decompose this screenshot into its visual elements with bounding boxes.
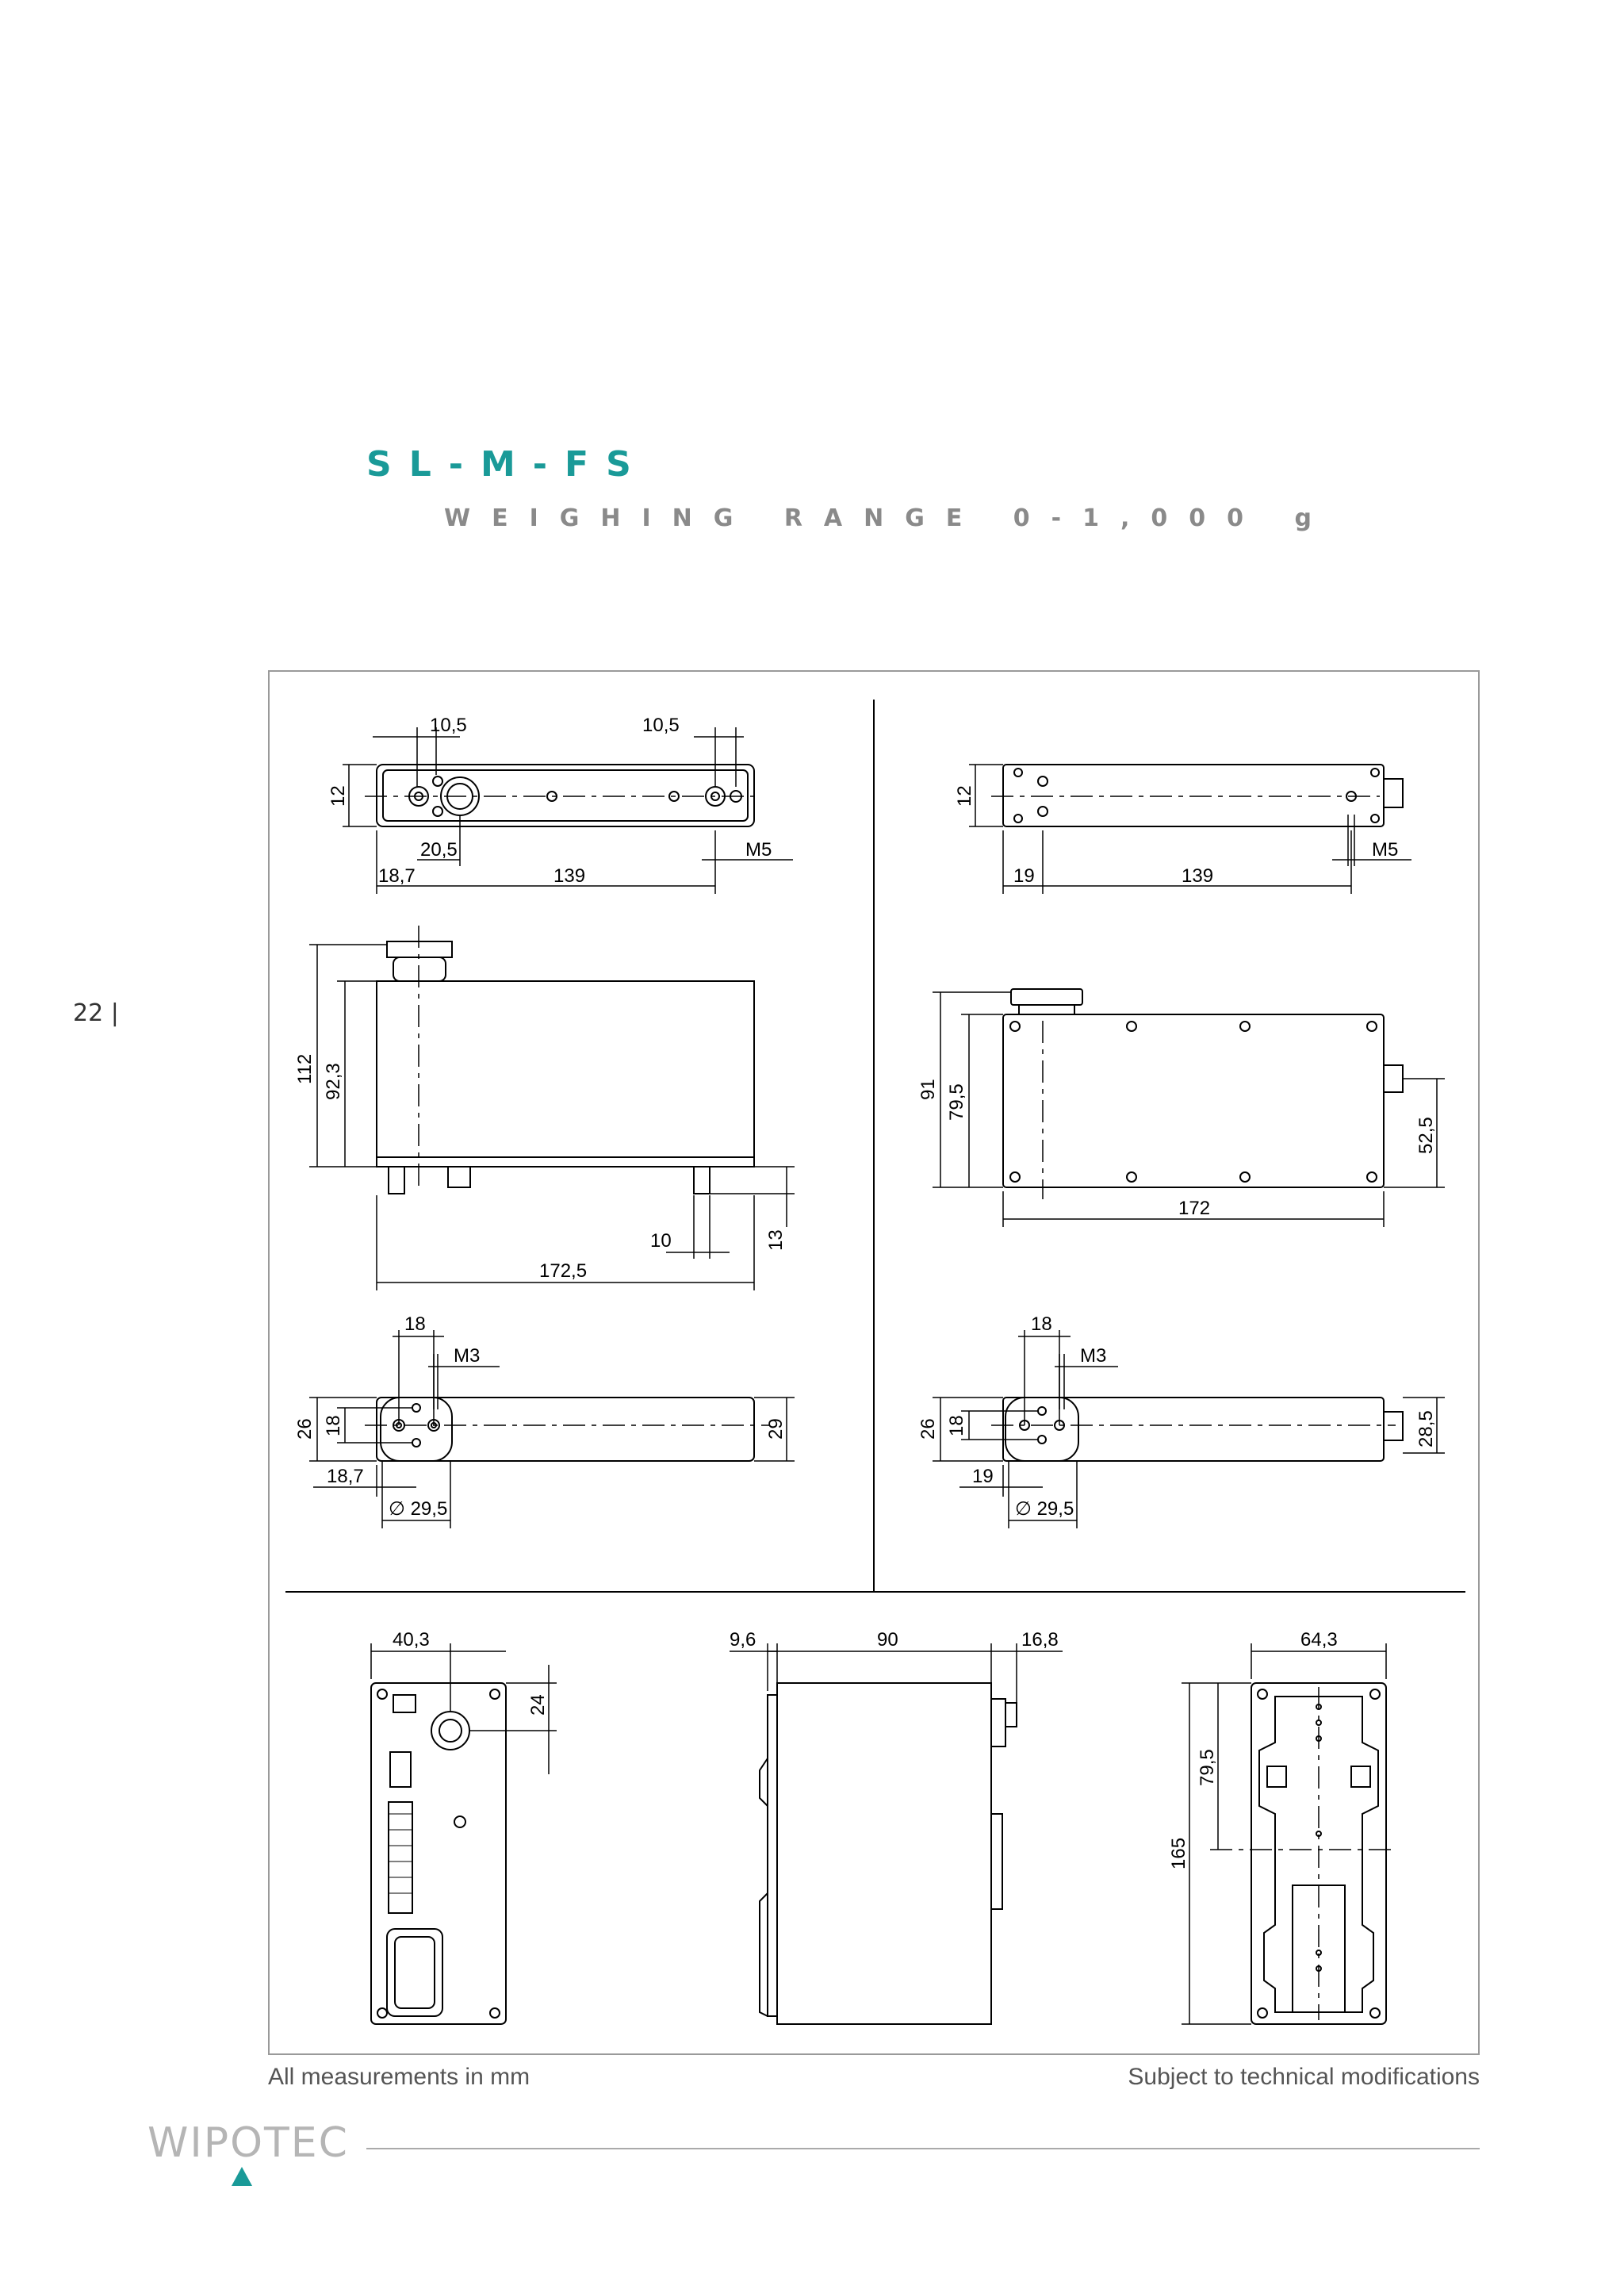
footer-note-left: All measurements in mm — [268, 2064, 530, 2090]
dim-left-end-7: ∅ 29,5 — [389, 1498, 447, 1520]
right-end-view — [933, 1330, 1445, 1528]
dim-right-end-4: 18 — [946, 1415, 967, 1436]
right-top-view — [969, 764, 1411, 894]
dim-right-end-5: 28,5 — [1415, 1410, 1437, 1447]
dim-left-end-3: 26 — [294, 1418, 316, 1440]
bottom-side-view — [730, 1643, 1063, 2025]
dim-left-side-3: 10 — [650, 1230, 672, 1252]
technical-drawing: 10,5 10,5 12 20,5 M5 18,7 139 112 92,3 — [285, 700, 1465, 2025]
dim-right-side-1: 91 — [917, 1079, 939, 1100]
triangle-icon — [230, 2165, 254, 2191]
dim-right-top-3: 139 — [1182, 865, 1213, 887]
dim-bottom-b-2: 90 — [877, 1629, 898, 1651]
page-title: SL-M-FS — [366, 444, 649, 485]
dim-right-top-4: M5 — [1372, 839, 1398, 861]
dim-right-top-2: 19 — [1013, 865, 1035, 887]
dim-left-end-4: 18 — [323, 1415, 344, 1436]
dim-right-end-7: ∅ 29,5 — [1015, 1498, 1074, 1520]
dim-bottom-b-1: 9,6 — [730, 1629, 756, 1651]
dim-left-side-5: 172,5 — [539, 1260, 587, 1282]
dim-left-side-2: 92,3 — [323, 1063, 344, 1100]
left-top-view — [343, 727, 793, 894]
footer-note-right: Subject to technical modifications — [1128, 2064, 1480, 2090]
dim-left-top-2: 10,5 — [642, 715, 680, 736]
brand-logo: WIPOTEC — [147, 2119, 349, 2167]
dim-left-top-4: 20,5 — [420, 839, 458, 861]
left-end-view — [309, 1330, 795, 1528]
dim-left-top-7: 139 — [553, 865, 585, 887]
dim-left-top-5: M5 — [745, 839, 772, 861]
page-number: 22 | — [73, 999, 119, 1027]
bottom-plate-view — [1182, 1643, 1396, 2025]
dim-right-top-1: 12 — [954, 785, 975, 807]
dim-right-side-2: 79,5 — [946, 1083, 967, 1121]
right-side-view — [933, 988, 1445, 1227]
dim-right-end-3: 26 — [917, 1418, 939, 1440]
dim-bottom-c-3: 165 — [1168, 1838, 1189, 1869]
dim-bottom-c-1: 64,3 — [1300, 1629, 1338, 1651]
left-side-view — [309, 926, 795, 1290]
dim-bottom-a-1: 40,3 — [393, 1629, 430, 1651]
dim-left-end-1: 18 — [404, 1313, 426, 1335]
dim-left-end-6: 18,7 — [327, 1466, 364, 1487]
dim-right-side-3: 52,5 — [1415, 1117, 1437, 1154]
page-subtitle: WEIGHING RANGE 0-1,000 g — [444, 504, 1333, 532]
dim-right-side-4: 172 — [1178, 1198, 1210, 1219]
footer-divider — [366, 2148, 1480, 2149]
technical-drawing-frame: 10,5 10,5 12 20,5 M5 18,7 139 112 92,3 — [268, 670, 1480, 2055]
dim-left-end-5: 29 — [765, 1418, 787, 1440]
dim-left-top-3: 12 — [327, 785, 349, 807]
dim-left-end-2: M3 — [454, 1345, 480, 1367]
bottom-front-view — [370, 1643, 557, 2025]
dim-left-side-4: 13 — [765, 1229, 787, 1251]
dim-bottom-c-2: 79,5 — [1197, 1749, 1218, 1786]
dim-right-end-1: 18 — [1031, 1313, 1052, 1335]
dim-bottom-b-3: 16,8 — [1021, 1629, 1059, 1651]
dim-left-top-6: 18,7 — [378, 865, 416, 887]
dim-left-top-1: 10,5 — [430, 715, 467, 736]
dim-left-side-1: 112 — [294, 1054, 316, 1084]
dim-bottom-a-2: 24 — [527, 1694, 549, 1716]
dim-right-end-6: 19 — [972, 1466, 994, 1487]
dim-right-end-2: M3 — [1080, 1345, 1106, 1367]
